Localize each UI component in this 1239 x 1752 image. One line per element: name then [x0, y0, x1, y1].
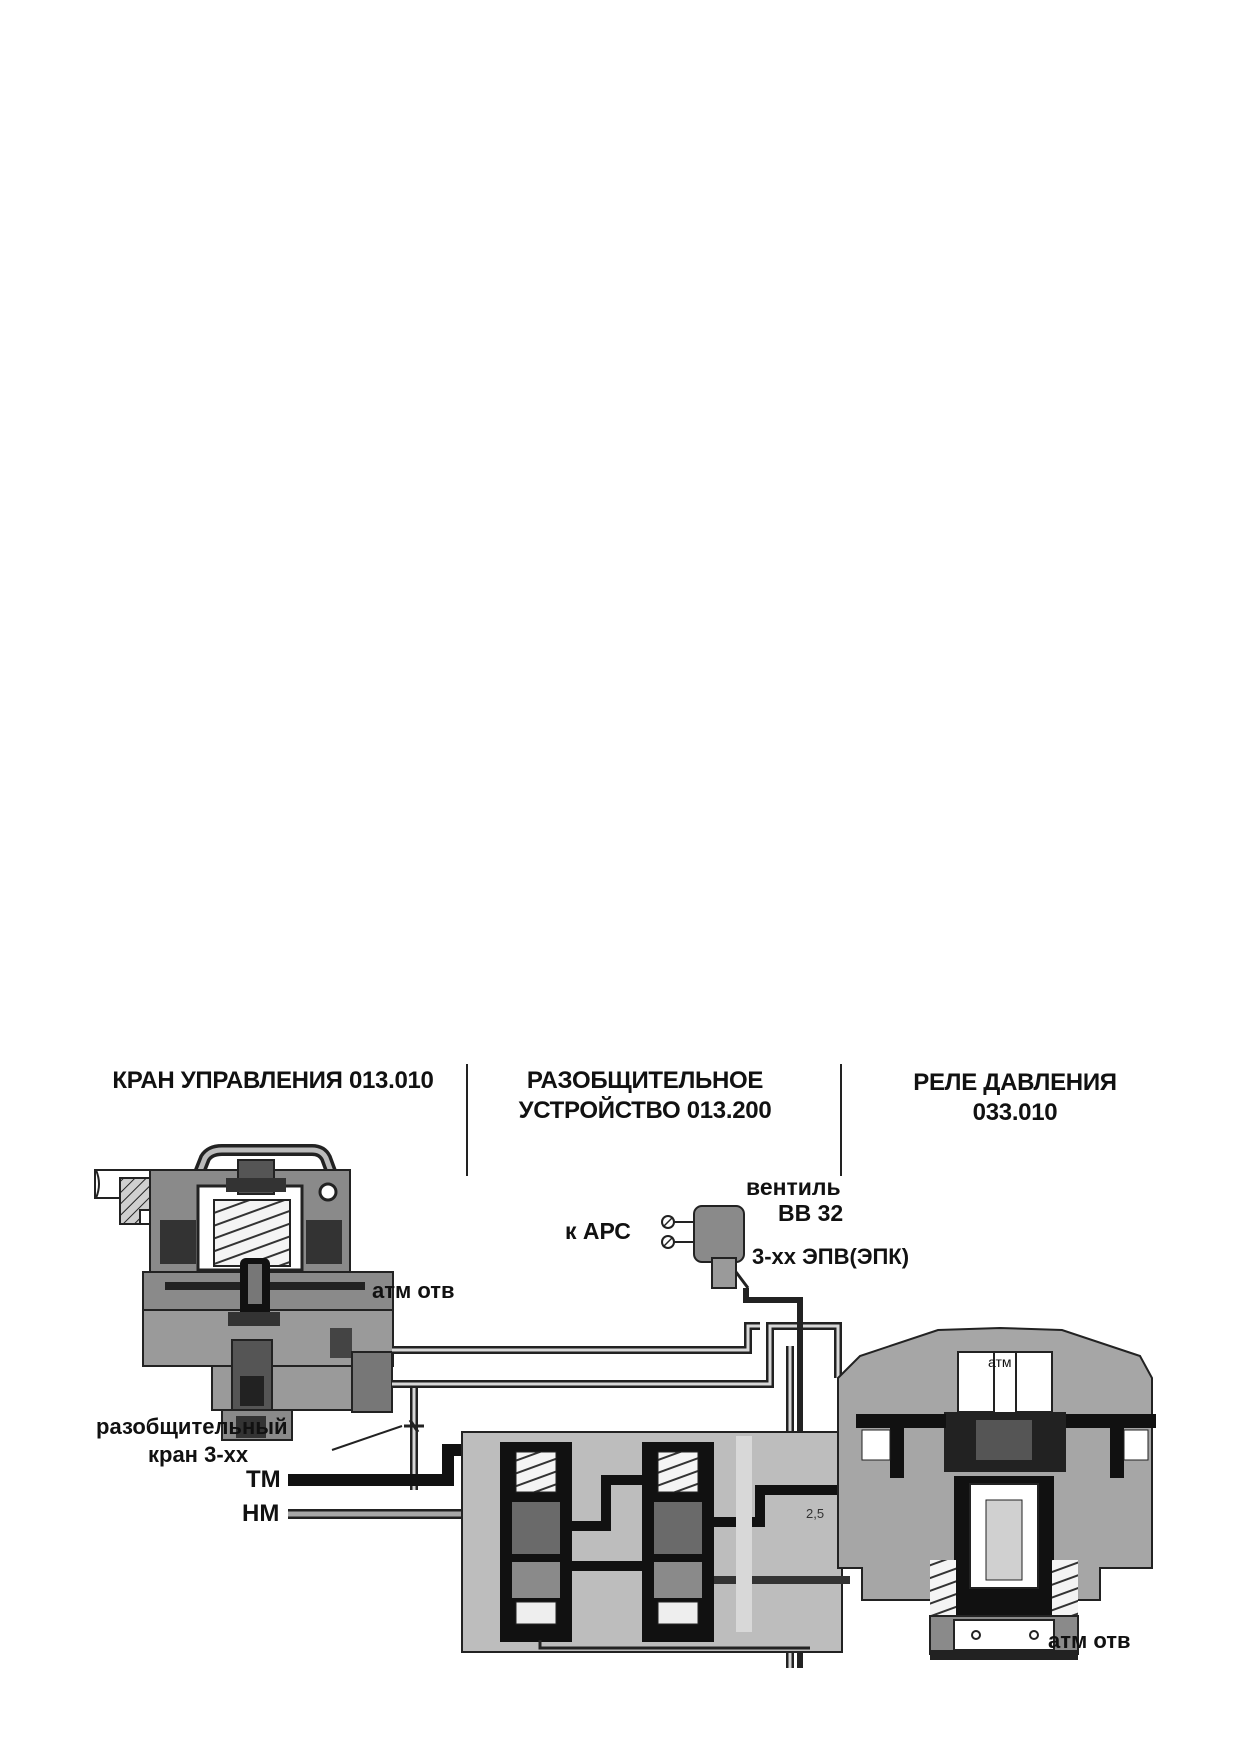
header-control-valve-text: КРАН УПРАВЛЕНИЯ 013.010: [112, 1067, 434, 1094]
isolating-cock-symbol: [331, 1419, 424, 1451]
relay-atm-label: атм: [988, 1354, 1012, 1370]
nm-label: НМ: [242, 1500, 280, 1527]
divider-left: [466, 1064, 468, 1176]
tm-label: ТМ: [246, 1466, 281, 1493]
header-isolating-line1: РАЗОБЩИТЕЛЬНОЕ: [526, 1067, 764, 1094]
valve-title-line1: вентиль: [746, 1174, 841, 1200]
header-isolating-line2: УСТРОЙСТВО 013.200: [518, 1097, 772, 1124]
to-ars-label: к АРС: [565, 1218, 631, 1244]
header-control-valve: КРАН УПРАВЛЕНИЯ 013.010: [88, 1066, 458, 1096]
divider-right: [840, 1064, 842, 1176]
isolating-cock-label-line1: разобщительный: [96, 1414, 288, 1439]
valve-title-line2: ВВ 32: [778, 1200, 844, 1226]
isolating-device-body: [461, 1431, 900, 1653]
atm-outlet-top-label: атм отв: [372, 1278, 455, 1303]
isolating-cock-label-line2: кран 3-хх: [148, 1442, 249, 1467]
pressure-relay-body: [837, 1326, 1156, 1660]
value-2-5-label: 2,5: [806, 1506, 825, 1521]
atm-outlet-bottom-label: атм отв: [1048, 1628, 1131, 1653]
header-relay-line2: 033.010: [972, 1099, 1058, 1126]
header-relay-line1: РЕЛЕ ДАВЛЕНИЯ: [913, 1069, 1117, 1096]
header-pressure-relay: РЕЛЕ ДАВЛЕНИЯ 033.010: [870, 1068, 1160, 1128]
epv-label: 3-хх ЭПВ(ЭПК): [752, 1244, 910, 1269]
control-valve-body: [94, 1144, 394, 1441]
header-isolating-device: РАЗОБЩИТЕЛЬНОЕ УСТРОЙСТВО 013.200: [480, 1066, 810, 1126]
epv-valve: [661, 1205, 750, 1289]
